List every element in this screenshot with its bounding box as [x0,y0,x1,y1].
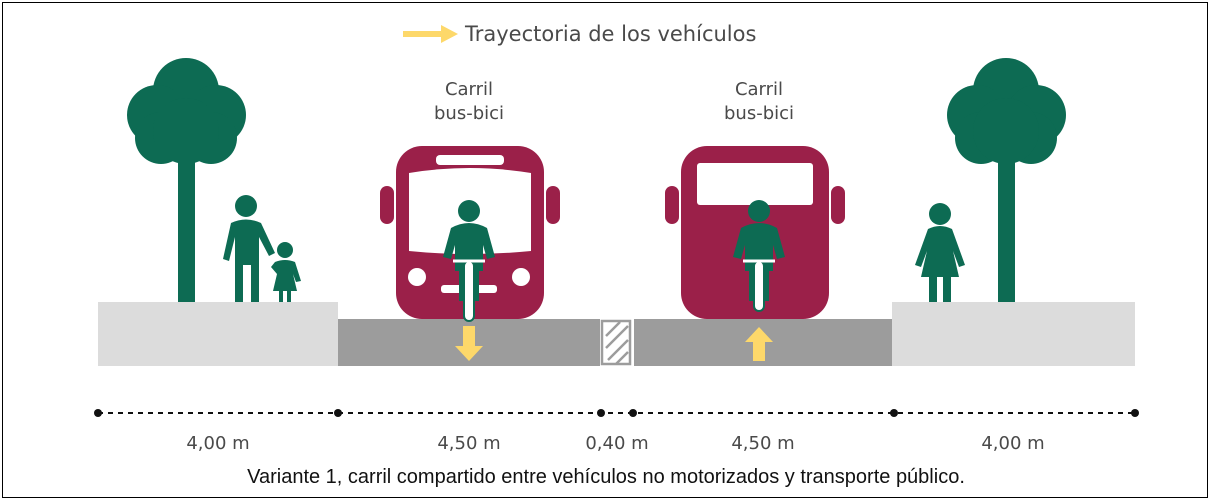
lane-label-left-line1: Carril [445,79,493,100]
tree-left-icon [127,58,246,303]
legend: Trayectoria de los vehículos [403,22,756,46]
lane-label-left: Carril bus-bici [434,79,504,124]
lane-label-right-line2: bus-bici [724,103,794,124]
legend-arrow-icon [403,25,458,43]
pedestrian-adult-child-icon [223,195,301,303]
dimension-label-separator: 0,40 m [585,433,648,454]
dimension-label-lane-right: 4,50 m [731,433,794,454]
dimension-label-sidewalk-left: 4,00 m [186,433,249,454]
dimension-label-lane-left: 4,50 m [437,433,500,454]
cyclist-right-icon [733,200,785,312]
dimension-line [94,409,1139,417]
lane-label-left-line2: bus-bici [434,103,504,124]
legend-text: Trayectoria de los vehículos [464,22,756,46]
arrow-down-icon [455,326,483,361]
lane-label-right-line1: Carril [735,79,783,100]
cyclist-left-icon [443,200,495,322]
separator-hatch-icon [600,319,632,366]
figure-caption: Variante 1, carril compartido entre vehí… [247,466,965,488]
pedestrian-right-icon [915,203,965,303]
sidewalk-right [892,302,1135,366]
arrow-up-icon [745,327,773,361]
ground [98,302,1135,366]
lane-label-right: Carril bus-bici [724,79,794,124]
dimension-label-sidewalk-right: 4,00 m [981,433,1044,454]
street-cross-section: Trayectoria de los vehículos [94,22,1139,454]
sidewalk-left [98,302,338,366]
tree-right-icon [947,58,1066,303]
